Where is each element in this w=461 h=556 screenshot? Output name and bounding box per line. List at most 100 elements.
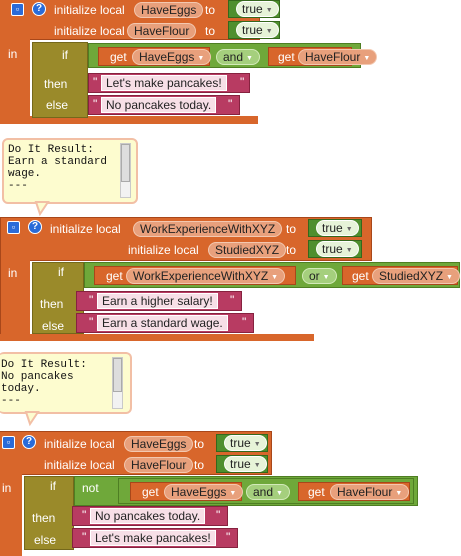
result-scroll-thumb[interactable] [113,358,122,392]
bubble-tail [24,411,40,427]
variable-name-field[interactable]: WorkExperienceWithXYZ [133,221,283,237]
quote-mark: " [93,75,98,89]
if-label: if [58,265,64,279]
in-label: in [2,481,12,495]
variable-name-text: WorkExperienceWithXYZ [133,269,269,283]
dropdown-arrow-icon: ▼ [253,441,261,448]
boolean-value: true [322,221,343,235]
boolean-dropdown[interactable]: true▼ [316,220,359,236]
dropdown-arrow-icon: ▼ [246,55,253,62]
operator-text: and [253,485,274,499]
quote-mark: " [230,293,235,307]
variable-name-field[interactable]: HaveEggs [134,2,204,18]
init-label: initialize local [54,3,125,17]
dropdown-arrow-icon: ▼ [395,490,403,497]
variable-name-field[interactable]: HaveEggs [124,436,194,452]
dropdown-arrow-icon: ▼ [322,274,330,281]
variable-name-text: HaveEggs [171,485,227,499]
operator-text: and [223,50,244,64]
boolean-dropdown[interactable]: true▼ [224,456,267,472]
variable-name-field[interactable]: HaveFlour [124,457,194,473]
text-field[interactable]: Earn a standard wage. [97,315,228,331]
get-variable-dropdown[interactable]: HaveEggs▼ [132,49,212,65]
text-value: Let's make pancakes! [95,531,211,545]
get-variable-dropdown[interactable]: HaveFlour▼ [298,49,378,65]
dropdown-arrow-icon: ▼ [253,462,261,469]
to-label: to [194,458,205,472]
text-field[interactable]: No pancakes today. [90,508,206,524]
help-icon[interactable]: ? [22,435,36,449]
collapse-icon[interactable]: ▫ [11,3,24,16]
quote-mark: " [82,530,87,544]
boolean-value: true [242,2,263,16]
boolean-dropdown[interactable]: true▼ [316,241,359,257]
get-label: get [308,485,325,499]
boolean-dropdown[interactable]: true▼ [236,1,279,17]
operator-text: or [309,269,320,283]
dropdown-arrow-icon: ▼ [265,28,273,35]
do-it-result-bubble [0,352,132,414]
get-variable-dropdown[interactable]: WorkExperienceWithXYZ▼ [126,268,286,284]
get-label: get [142,485,159,499]
quote-mark: " [89,315,94,329]
dropdown-arrow-icon: ▼ [197,55,205,62]
text-field[interactable]: No pancakes today. [101,97,217,113]
boolean-dropdown[interactable]: true▼ [224,435,267,451]
get-label: get [106,269,123,283]
operator-dropdown[interactable]: and▼ [246,484,290,500]
get-variable-dropdown[interactable]: HaveFlour▼ [330,484,410,500]
variable-name-field[interactable]: HaveFlour [127,23,197,39]
variable-name-text: HaveEggs [131,437,187,451]
get-label: get [352,269,369,283]
if-label: if [62,48,68,62]
help-icon[interactable]: ? [28,220,42,234]
else-label: else [34,533,57,547]
if-else-block[interactable] [32,42,88,118]
get-variable-dropdown[interactable]: HaveEggs▼ [164,484,244,500]
to-label: to [286,222,297,236]
else-label: else [46,98,69,112]
to-label: to [205,3,216,17]
then-label: then [32,511,56,525]
operator-dropdown[interactable]: or▼ [302,268,337,284]
collapse-icon[interactable]: ▫ [2,436,15,449]
then-label: then [44,77,68,91]
boolean-dropdown[interactable]: true▼ [236,22,279,38]
variable-name-text: StudiedXYZ [215,243,280,257]
dropdown-arrow-icon: ▼ [276,490,283,497]
text-value: No pancakes today. [95,509,201,523]
quote-mark: " [242,315,247,329]
result-scroll-thumb[interactable] [121,144,130,182]
text-field[interactable]: Earn a higher salary! [97,293,218,309]
collapse-icon[interactable]: ▫ [7,221,20,234]
in-label: in [8,47,18,61]
init-footer [0,116,258,124]
help-icon[interactable]: ? [32,2,46,16]
quote-mark: " [240,75,245,89]
text-value: Earn a standard wage. [102,316,223,330]
operator-dropdown[interactable]: and▼ [216,49,260,65]
dropdown-arrow-icon: ▼ [229,490,237,497]
boolean-value: true [242,23,263,37]
do-it-result-text: Do It Result: No pancakes today. --- [1,359,87,407]
get-variable-dropdown[interactable]: StudiedXYZ▼ [372,268,460,284]
dropdown-arrow-icon: ▼ [446,274,453,281]
in-label: in [8,266,18,280]
text-value: Earn a higher salary! [102,294,213,308]
init-footer [0,334,314,341]
dropdown-arrow-icon: ▼ [271,274,279,281]
init-label: initialize local [128,243,199,257]
text-field[interactable]: Let's make pancakes! [90,530,216,546]
variable-name-text: HaveFlour [131,458,187,472]
bubble-tail [34,201,50,217]
variable-name-text: HaveFlour [337,485,393,499]
then-label: then [40,297,64,311]
boolean-value: true [230,436,251,450]
init-label: initialize local [54,24,125,38]
quote-mark: " [82,508,87,522]
variable-name-field[interactable]: StudiedXYZ [208,242,287,258]
quote-mark: " [226,530,231,544]
dropdown-arrow-icon: ▼ [345,247,353,254]
do-it-result-text: Do It Result: Earn a standard wage. --- [8,144,108,192]
text-field[interactable]: Let's make pancakes! [101,75,227,91]
